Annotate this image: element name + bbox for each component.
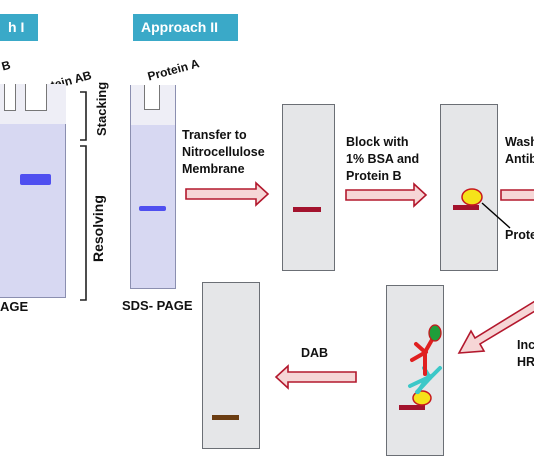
membrane-after-blocking: [440, 104, 498, 271]
block-step-label: Block with 1% BSA and Protein B: [346, 134, 419, 185]
protein-pointer-label: Prote: [505, 228, 534, 242]
detection-band: [399, 405, 425, 410]
hrp-enzyme: [428, 324, 442, 342]
transfer-line-2: Nitrocellulose: [182, 145, 265, 159]
dab-step-label: DAB: [301, 346, 329, 360]
dab-arrow: [274, 364, 357, 390]
membrane-final: [202, 282, 260, 449]
transfer-line-1: Transfer to: [182, 128, 247, 142]
block-arrow: [345, 182, 428, 208]
membrane-detection: [386, 285, 444, 456]
approach-one-gel-label: AGE: [0, 299, 29, 314]
transfer-line-3: Membrane: [182, 162, 245, 176]
detection-antigen: [412, 390, 432, 406]
incubate-arrow: [457, 300, 534, 354]
well-protein-a: [144, 85, 160, 110]
transferred-band: [293, 207, 321, 212]
protein-ab-band: [20, 174, 51, 185]
wash-line-2: Antib: [505, 152, 534, 166]
wash-arrow: [500, 189, 534, 201]
block-line-3: Protein B: [346, 169, 402, 183]
dab-brown-band: [212, 415, 239, 420]
incubate-step-label: Inc HR: [517, 337, 534, 371]
protein-b-antigen: [461, 188, 483, 206]
wash-line-1: Wash: [505, 135, 534, 149]
approach-two-gel-label: SDS- PAGE: [122, 298, 193, 313]
transfer-step-label: Transfer to Nitrocellulose Membrane: [182, 127, 265, 178]
approach-two-tag: Approach II: [133, 14, 238, 41]
block-line-1: Block with: [346, 135, 409, 149]
secondary-antibody: [410, 336, 435, 376]
protein-a-band: [139, 206, 166, 211]
incubate-line-2: HR: [517, 355, 534, 369]
approach-one-tag: h I: [0, 14, 38, 41]
well-protein-ab: [25, 84, 47, 111]
transfer-arrow: [185, 181, 270, 207]
block-line-2: 1% BSA and: [346, 152, 420, 166]
well-b: [4, 84, 16, 111]
protein-pointer-line: [481, 202, 511, 229]
blocked-band: [453, 205, 479, 210]
wash-step-label: Wash Antib: [505, 134, 534, 168]
membrane-after-transfer: [282, 104, 335, 271]
incubate-line-1: Inc: [517, 338, 534, 352]
